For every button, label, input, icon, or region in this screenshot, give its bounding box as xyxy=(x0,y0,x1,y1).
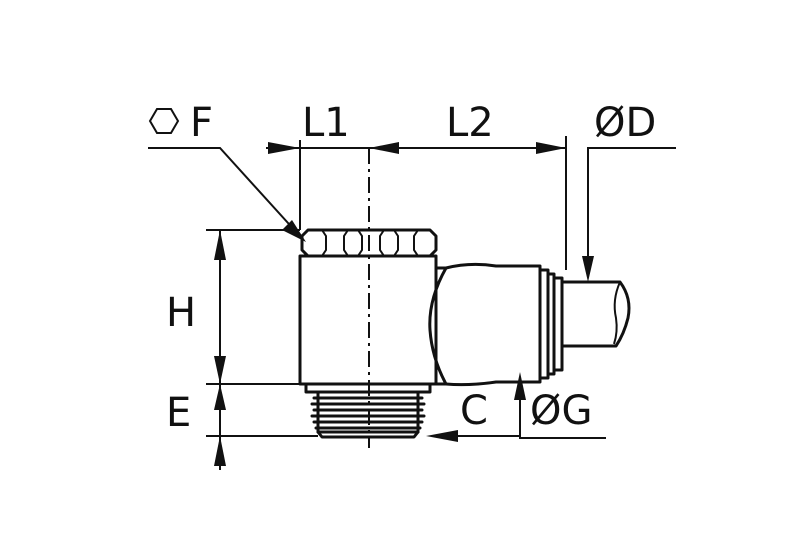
dim-h-e xyxy=(206,229,318,470)
elbow-outlet xyxy=(428,266,448,386)
dim-d-leader xyxy=(582,147,676,282)
label-c: C xyxy=(460,388,488,434)
hexagon-icon xyxy=(148,108,180,134)
dim-f-leader xyxy=(148,147,306,242)
tube xyxy=(560,280,631,348)
dim-l1-l2 xyxy=(266,136,567,270)
elbow-neck xyxy=(444,262,542,387)
fitting-body xyxy=(298,148,631,448)
label-l1: L1 xyxy=(302,100,350,146)
label-d: ØD xyxy=(594,100,656,146)
label-f: F xyxy=(190,100,213,146)
dim-c-leader xyxy=(426,430,520,442)
tube-end-shade xyxy=(613,281,621,345)
label-h: H xyxy=(166,290,196,336)
collet-ring-3 xyxy=(552,276,564,372)
label-g: ØG xyxy=(530,388,592,434)
dim-g-leader xyxy=(514,372,606,439)
label-l2: L2 xyxy=(446,100,494,146)
hex-nut-facets xyxy=(321,229,419,257)
label-e: E xyxy=(166,390,191,436)
